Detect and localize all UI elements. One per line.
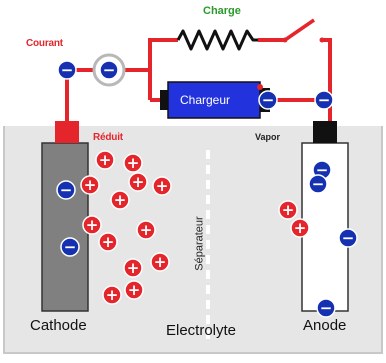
svg-text:+: + (127, 259, 140, 277)
svg-text:−: − (103, 61, 116, 79)
svg-text:+: + (154, 253, 167, 271)
svg-text:+: + (282, 201, 295, 219)
cation-icon: + (290, 218, 310, 238)
separateur-label: Séparateur (193, 216, 206, 271)
svg-text:+: + (294, 219, 307, 237)
svg-text:+: + (86, 216, 99, 234)
cathode-label: Cathode (30, 317, 87, 334)
reduit-label: Réduit (93, 132, 123, 143)
svg-text:−: − (60, 181, 73, 199)
electron-icon: − (308, 174, 328, 194)
chargeur-label: Chargeur (180, 93, 231, 107)
electron-icon: − (338, 228, 358, 248)
svg-text:+: + (127, 154, 140, 172)
cation-icon: + (98, 232, 118, 252)
electron-icon: − (258, 90, 278, 110)
electron-icon: − (316, 298, 336, 318)
svg-text:−: − (262, 91, 275, 109)
svg-text:+: + (114, 191, 127, 209)
courant-label: Courant (26, 38, 63, 49)
cation-icon: + (82, 215, 102, 235)
electron-icon: − (314, 90, 334, 110)
electron-icon: − (99, 60, 119, 80)
cation-icon: + (95, 150, 115, 170)
electrolyte-label: Electrolyte (166, 322, 237, 339)
svg-text:−: − (61, 61, 74, 79)
cathode-plate (41, 142, 89, 312)
svg-text:−: − (320, 299, 333, 317)
electron-icon: − (60, 237, 80, 257)
electron-icon: − (57, 60, 77, 80)
svg-text:−: − (318, 91, 331, 109)
cation-icon: + (128, 172, 148, 192)
anode-terminal (313, 121, 337, 143)
cation-icon: + (123, 153, 143, 173)
svg-text:+: + (102, 233, 115, 251)
svg-text:+: + (156, 177, 169, 195)
anode-label: Anode (303, 317, 347, 334)
cation-icon: + (80, 175, 100, 195)
svg-text:+: + (106, 286, 119, 304)
cation-icon: + (102, 285, 122, 305)
cation-icon: + (110, 190, 130, 210)
svg-text:−: − (342, 229, 355, 247)
cation-icon: + (150, 252, 170, 272)
switch-icon (282, 18, 325, 43)
svg-text:−: − (64, 238, 77, 256)
svg-text:+: + (132, 173, 145, 191)
svg-text:+: + (99, 151, 112, 169)
cation-icon: + (152, 176, 172, 196)
resistor-icon (176, 29, 258, 51)
svg-text:+: + (140, 221, 153, 239)
svg-text:+: + (128, 281, 141, 299)
particles-layer: +++++++++++++++−−−−−−−−−− (56, 60, 358, 318)
charge-label: Charge (203, 5, 241, 17)
vapor-label: Vapor (255, 132, 281, 142)
cation-icon: + (136, 220, 156, 240)
cation-icon: + (123, 258, 143, 278)
cathode-terminal (55, 121, 79, 143)
svg-text:+: + (84, 176, 97, 194)
cation-icon: + (124, 280, 144, 300)
cation-icon: + (278, 200, 298, 220)
svg-text:−: − (312, 175, 325, 193)
electron-icon: − (56, 180, 76, 200)
